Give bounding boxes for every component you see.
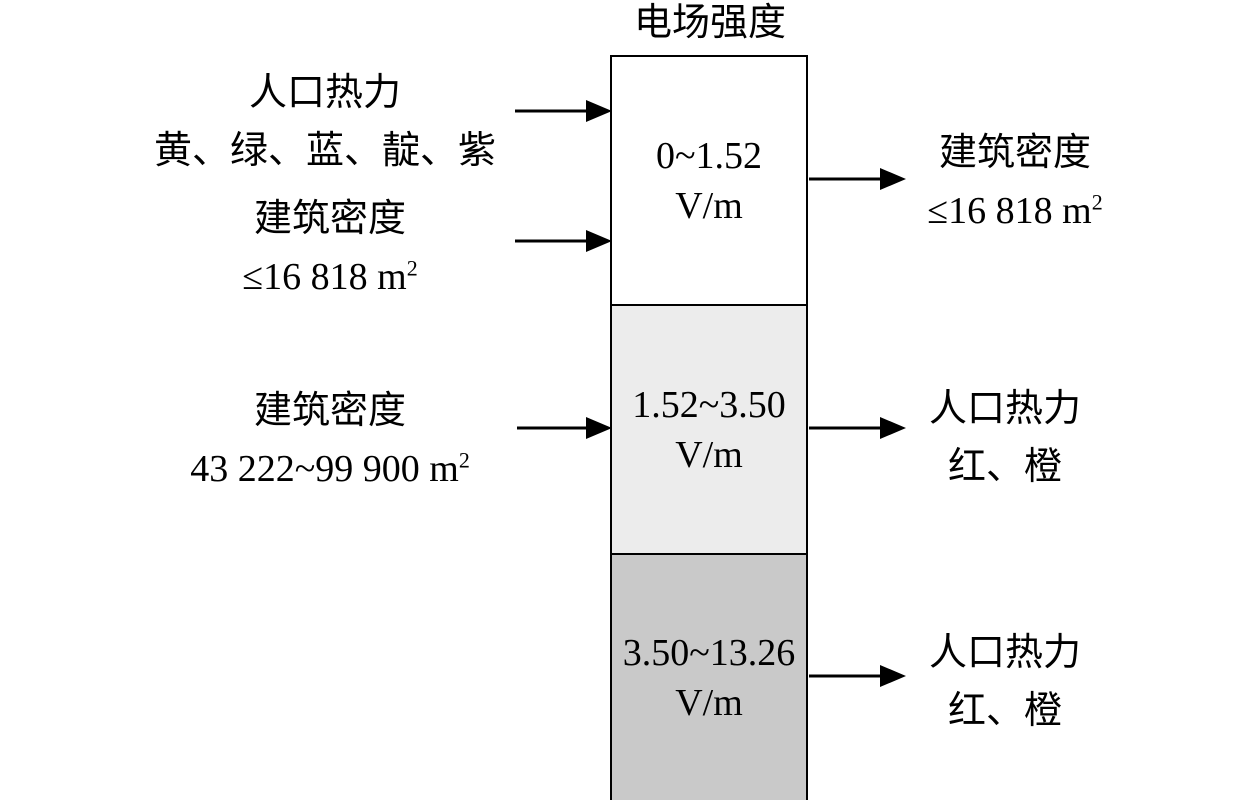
right-output-2-line1: 人口热力 [928,388,1081,430]
left-input-3-line2: 43 222~99 900 m [190,448,459,490]
left-input-3-sup: 2 [458,447,470,473]
arrowhead-left-2 [586,230,612,252]
right-output-1-line2: ≤16 818 m [927,190,1092,232]
right-output-3-line2: 红、橙 [947,690,1062,732]
left-input-building-density-high: 建筑密度 43 222~99 900 m2 [150,382,510,498]
left-input-2-line2: ≤16 818 m [242,256,407,298]
segment-mid-unit: V/m [675,433,743,476]
left-input-2-sup: 2 [406,255,418,281]
segment-low-range: 0~1.52 [655,134,763,177]
left-input-population-heat: 人口热力 黄、绿、蓝、靛、紫 [130,64,520,180]
left-input-1-line2: 黄、绿、蓝、靛、紫 [153,130,496,172]
left-input-2-line1: 建筑密度 [253,198,406,240]
arrowhead-right-1 [880,168,906,190]
right-output-2-line2: 红、橙 [947,446,1062,488]
segment-high-unit: V/m [675,681,743,724]
segment-high-range: 3.50~13.26 [622,631,796,674]
left-input-building-density-low: 建筑密度 ≤16 818 m2 [170,190,490,306]
right-output-1-sup: 2 [1091,189,1103,215]
segment-mid: 1.52~3.50 V/m [612,306,806,555]
diagram-title: 电场强度 [633,2,786,44]
arrowhead-right-3 [880,665,906,687]
right-output-population-heat-high: 人口热力 红、橙 [905,624,1105,740]
right-output-population-heat-mid: 人口热力 红、橙 [905,380,1105,496]
segment-low: 0~1.52 V/m [612,57,806,306]
arrowhead-left-1 [586,100,612,122]
arrowhead-right-2 [880,417,906,439]
right-output-3-line1: 人口热力 [928,632,1081,674]
left-input-3-line1: 建筑密度 [253,390,406,432]
segment-high: 3.50~13.26 V/m [612,555,806,800]
left-input-1-line1: 人口热力 [248,72,401,114]
right-output-1-line1: 建筑密度 [938,132,1091,174]
field-strength-column: 0~1.52 V/m 1.52~3.50 V/m 3.50~13.26 V/m [610,55,808,800]
segment-low-unit: V/m [675,184,743,227]
segment-mid-range: 1.52~3.50 [632,383,786,426]
right-output-building-density: 建筑密度 ≤16 818 m2 [890,124,1140,240]
arrowhead-left-3 [586,417,612,439]
